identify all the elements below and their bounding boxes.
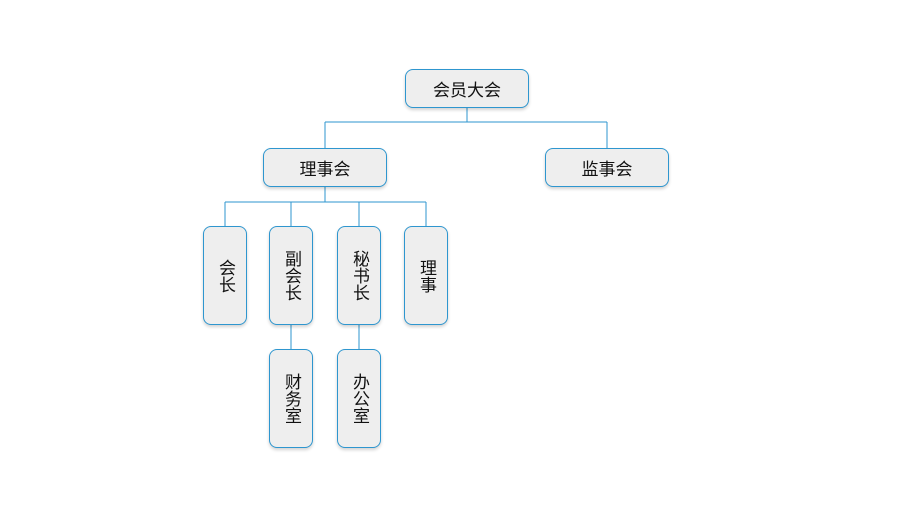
node-president-label: 会长 — [215, 258, 235, 293]
node-vice-president: 副会长 — [269, 226, 313, 325]
node-supervisory: 监事会 — [545, 148, 669, 187]
node-council: 理事会 — [263, 148, 387, 187]
node-secretary-general: 秘书长 — [337, 226, 381, 325]
node-assembly: 会员大会 — [405, 69, 529, 108]
node-finance-label: 财务室 — [281, 373, 301, 424]
node-president: 会长 — [203, 226, 247, 325]
node-director-label: 理事 — [416, 258, 436, 293]
node-vice-president-label: 副会长 — [281, 250, 301, 301]
node-office: 办公室 — [337, 349, 381, 448]
node-secretary-general-label: 秘书长 — [349, 250, 369, 301]
node-supervisory-label: 监事会 — [581, 160, 633, 180]
node-assembly-label: 会员大会 — [433, 81, 501, 101]
node-office-label: 办公室 — [349, 373, 369, 424]
node-director: 理事 — [404, 226, 448, 325]
node-council-label: 理事会 — [299, 160, 351, 180]
node-finance: 财务室 — [269, 349, 313, 448]
